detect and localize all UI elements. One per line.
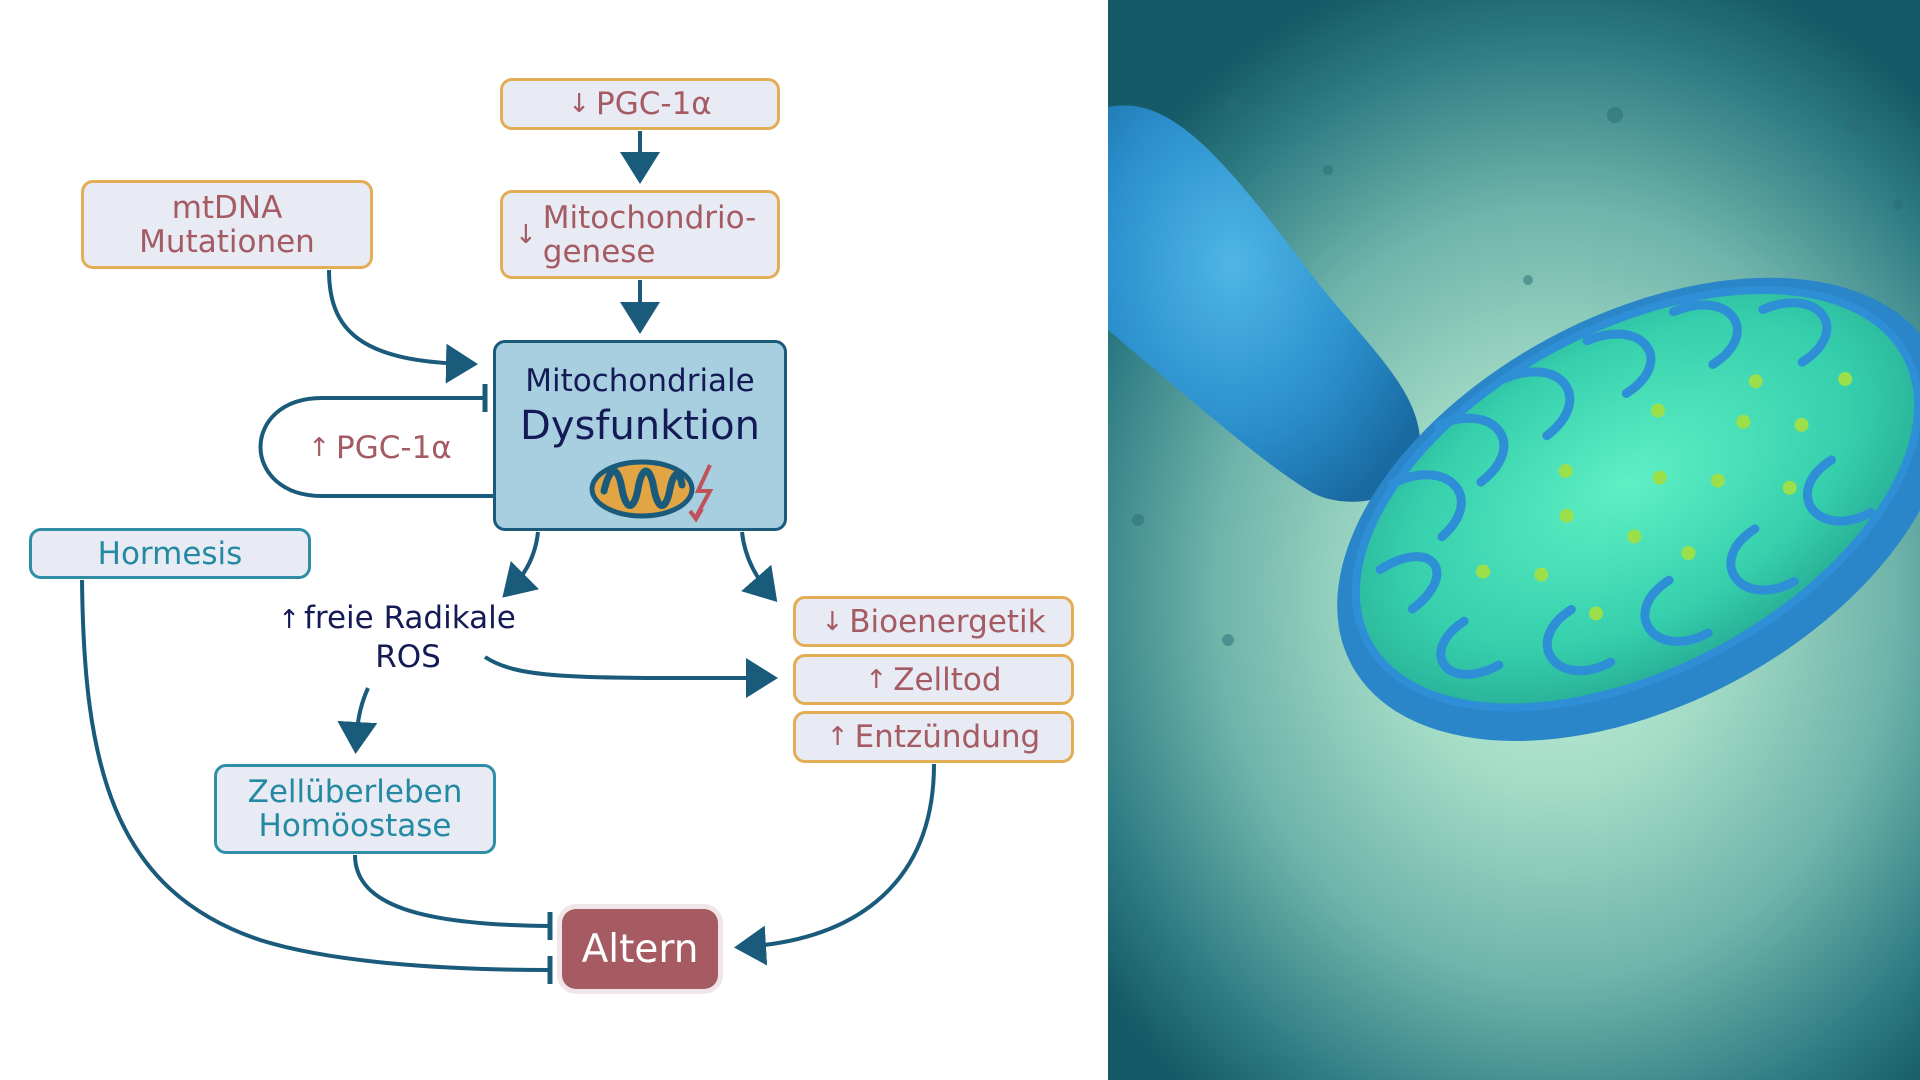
mitochondrion-lightning-icon <box>589 459 714 523</box>
node-zellueberleben-homoeostase: Zellüberleben Homöostase <box>214 764 496 854</box>
node-label-line1: freie Radikale <box>303 600 516 636</box>
node-pgc-down: ↓ PGC-1α <box>500 78 780 130</box>
node-bioenergetik: ↓ Bioenergetik <box>793 596 1074 647</box>
up-arrow-icon: ↑ <box>865 664 888 695</box>
node-mitochondriale-dysfunktion: Mitochondriale Dysfunktion <box>493 340 787 531</box>
down-arrow-icon: ↓ <box>568 89 591 119</box>
node-pgc-up: ↑ PGC-1α <box>290 426 470 470</box>
node-label-line2: Dysfunktion <box>520 403 760 449</box>
node-label: Hormesis <box>97 535 243 572</box>
node-label: Zelltod <box>893 661 1002 698</box>
node-label-line1: Zellüberleben <box>247 774 463 810</box>
node-entzuendung: ↑ Entzündung <box>793 711 1074 763</box>
down-arrow-icon: ↓ <box>515 219 537 250</box>
node-label: Altern <box>581 926 699 972</box>
node-mtdna-mutationen: mtDNA Mutationen <box>81 180 373 269</box>
node-altern: Altern <box>562 909 718 989</box>
node-label-line2: Mutationen <box>139 223 315 260</box>
mitochondria-3d-image <box>1108 98 1920 741</box>
node-label: Entzündung <box>854 719 1041 755</box>
up-arrow-icon: ↑ <box>278 605 300 635</box>
node-zelltod: ↑ Zelltod <box>793 654 1074 705</box>
node-label-line2: Homöostase <box>258 808 452 844</box>
node-freie-radikale-ros: ↑freie Radikale ROS <box>262 600 532 676</box>
node-label: PGC-1α <box>596 86 712 122</box>
diagram-panel: ↓ PGC-1α ↓ Mitochondrio- genese mtDNA Mu… <box>29 78 1074 989</box>
up-arrow-icon: ↑ <box>308 433 331 463</box>
mitochondria-illustration <box>1108 0 1920 1080</box>
node-label: Bioenergetik <box>849 603 1046 640</box>
up-arrow-icon: ↑ <box>826 722 849 752</box>
node-label: PGC-1α <box>336 430 452 466</box>
node-label-line2: ROS <box>375 639 441 675</box>
down-arrow-icon: ↓ <box>821 606 844 637</box>
node-label-line1: Mitochondriale <box>525 363 755 399</box>
node-mitochondriogenese: ↓ Mitochondrio- genese <box>500 190 780 279</box>
diagram-edges <box>80 131 936 984</box>
node-label-line1: mtDNA <box>171 189 283 226</box>
node-label-line1: Mitochondrio- <box>542 199 757 236</box>
node-hormesis: Hormesis <box>29 528 311 579</box>
node-label-line2: genese <box>542 233 656 270</box>
